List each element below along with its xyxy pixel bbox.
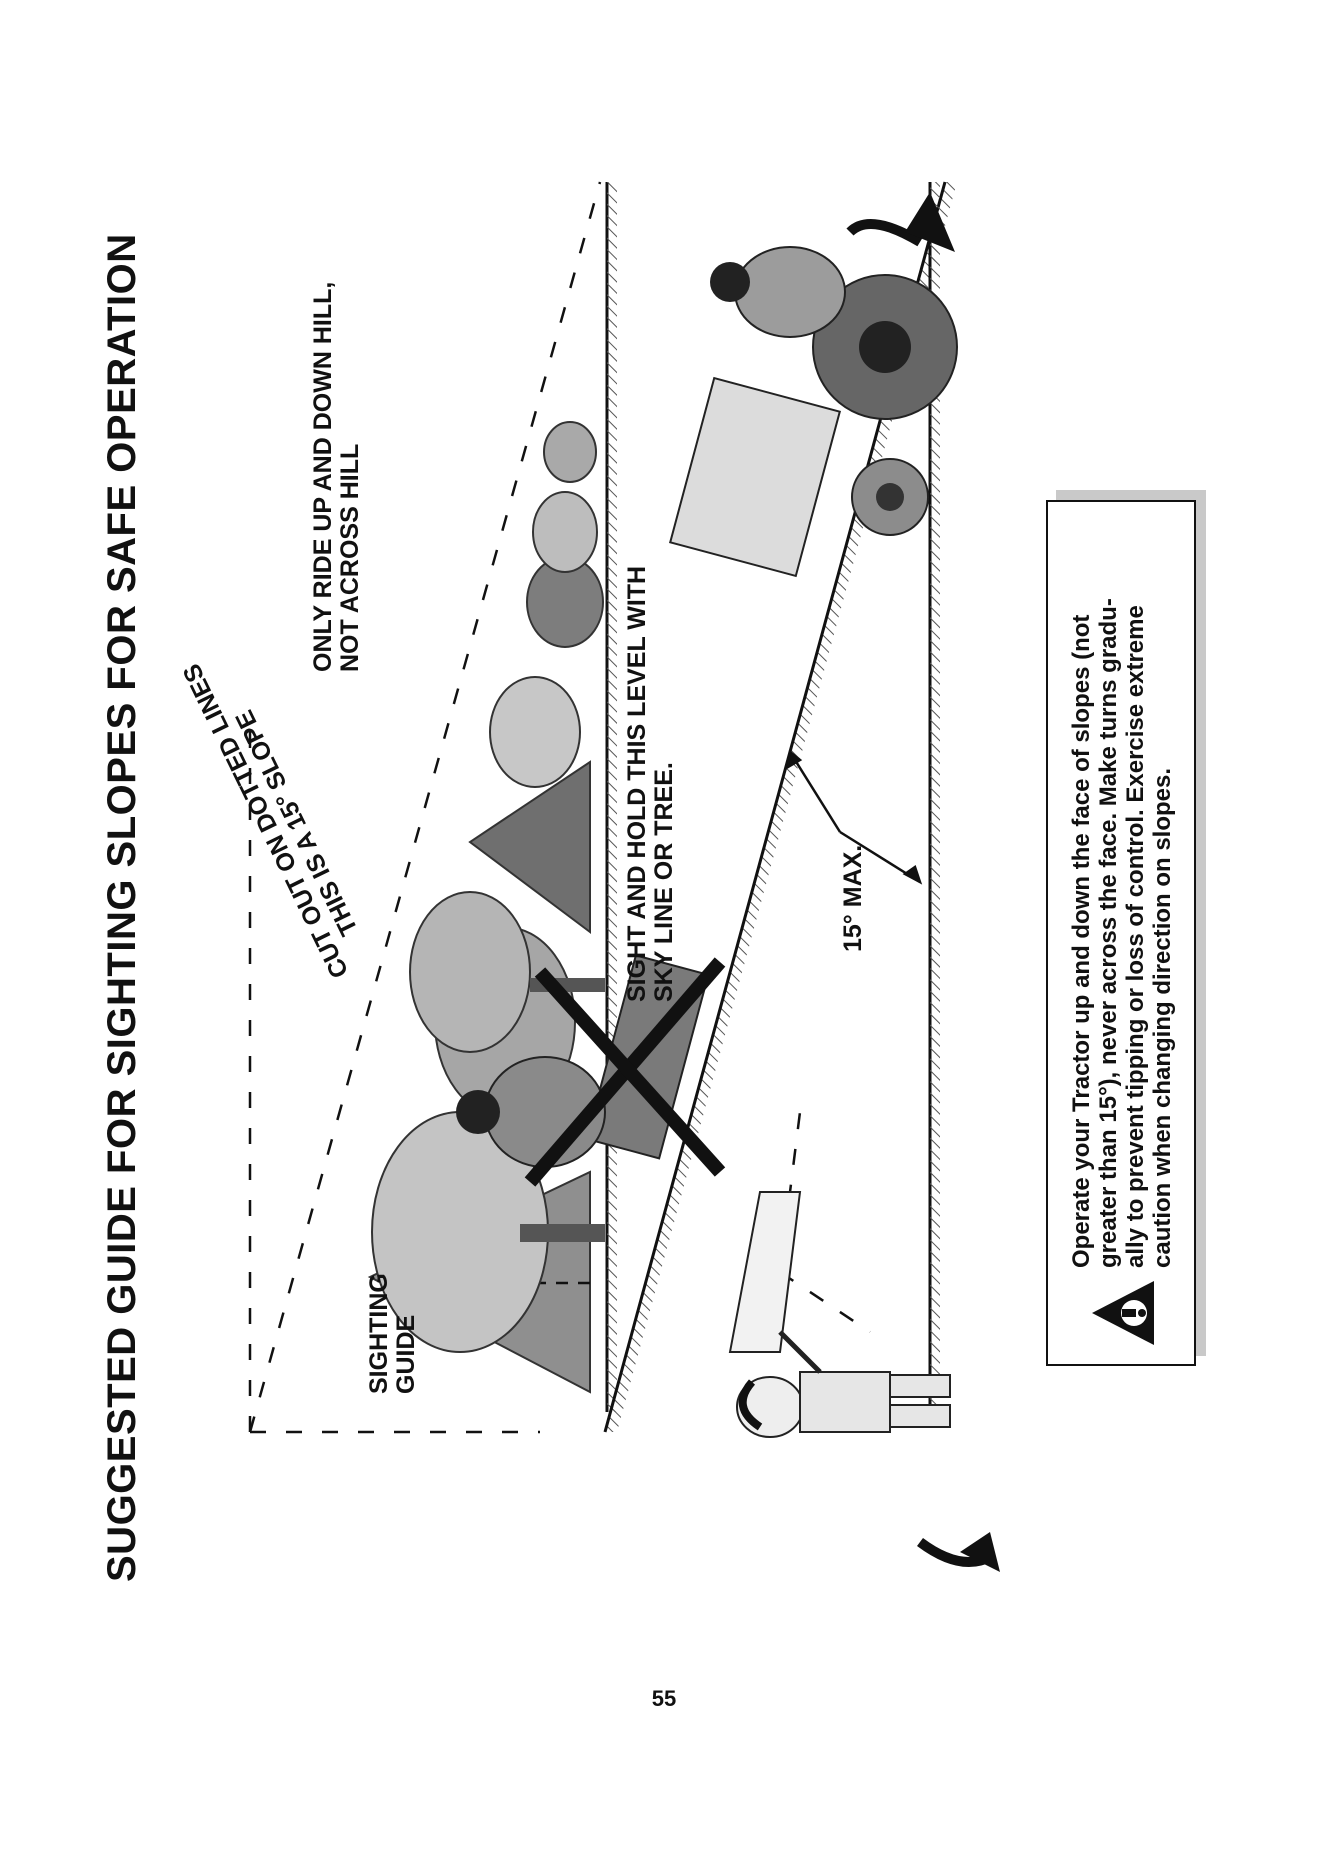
ride-instruction-line-2: NOT ACROSS HILL: [336, 443, 364, 672]
person-with-sighting-guide: [728, 1191, 951, 1438]
uphill-arrow-icon: [917, 1532, 1000, 1572]
ride-instruction-line-1: ONLY RIDE UP AND DOWN HILL,: [309, 281, 337, 672]
sight-level-line-2: SKY LINE OR TREE.: [650, 762, 678, 1002]
warning-line: ally to prevent tipping or loss of contr…: [1122, 605, 1149, 1268]
tractor-going-downhill: [668, 246, 958, 578]
sight-level-label: SIGHT AND HOLD THIS LEVEL WITH SKY LINE …: [623, 565, 678, 1002]
tree-group: [367, 421, 605, 1394]
warning-line: caution when changing direction on slope…: [1149, 767, 1176, 1268]
warning-line: greater than 15°), never across the face…: [1095, 598, 1122, 1268]
warning-line: Operate your Tractor up and down the fac…: [1068, 614, 1095, 1268]
ride-instruction-label: ONLY RIDE UP AND DOWN HILL, NOT ACROSS H…: [309, 281, 364, 672]
page-title: SUGGESTED GUIDE FOR SIGHTING SLOPES FOR …: [100, 233, 144, 1582]
page-number: 55: [651, 1686, 677, 1711]
angle-indicator: [786, 749, 923, 885]
sighting-guide-line-1: SIGHTING: [365, 1273, 393, 1394]
warning-text: Operate your Tractor up and down the fac…: [1068, 498, 1176, 1268]
sight-level-line-1: SIGHT AND HOLD THIS LEVEL WITH: [623, 565, 651, 1002]
sighting-guide-label: SIGHTING GUIDE: [365, 1273, 420, 1394]
sighting-guide-line-2: GUIDE: [392, 1314, 420, 1394]
upper-ground-strip: [605, 182, 617, 1412]
warning-triangle-icon: [1092, 1281, 1154, 1345]
warning-box: Operate your Tractor up and down the fac…: [1046, 500, 1196, 1366]
max-angle-label: 15° MAX.: [839, 844, 867, 952]
downhill-arrow-icon: [846, 192, 955, 252]
tractor-across-slope-wrong: [456, 954, 726, 1187]
